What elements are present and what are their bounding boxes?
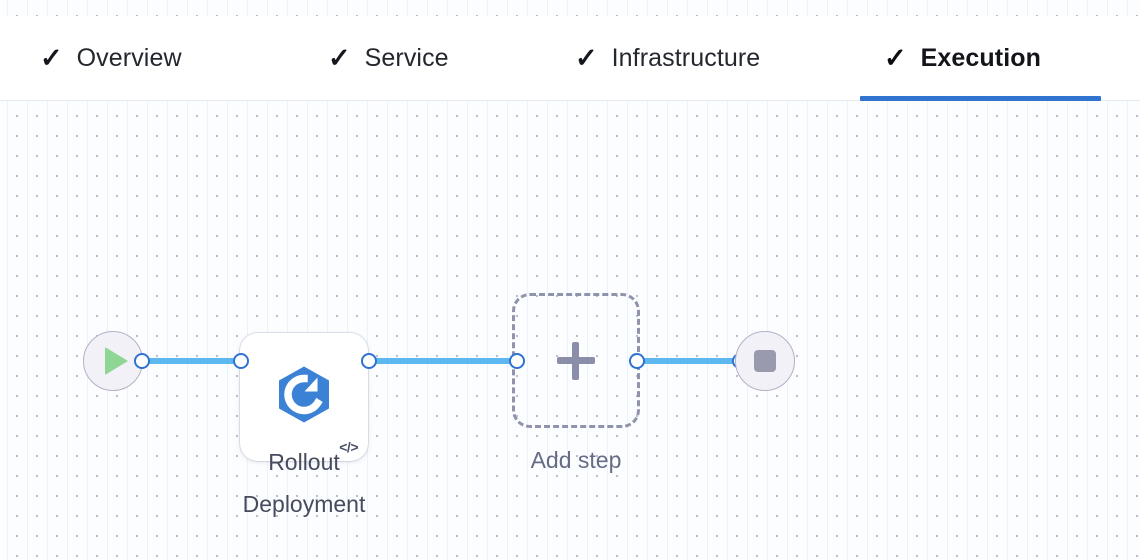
wizard-tab-bar: ✓ Overview ✓ Service ✓ Infrastructure ✓ … [0,16,1140,101]
port-add-step-input[interactable] [509,353,525,369]
active-tab-underline [860,96,1101,101]
tab-execution-label: Execution [920,43,1041,72]
check-icon: ✓ [328,42,351,73]
stop-icon [754,350,776,372]
tab-infrastructure[interactable]: ✓ Infrastructure [575,16,760,100]
rollout-icon [276,366,332,429]
edge-start-to-rollout[interactable] [142,358,242,364]
tab-overview-label: Overview [76,43,182,72]
port-rollout-output[interactable] [361,353,377,369]
execution-flow-graph: </> Rollout Deployment Add step [0,101,1140,560]
port-start-output[interactable] [134,353,150,369]
code-icon: </> [339,439,358,455]
port-rollout-input[interactable] [233,353,249,369]
edge-rollout-to-add-step[interactable] [368,358,518,364]
flow-node-add-step[interactable] [512,293,640,428]
tab-service[interactable]: ✓ Service [328,16,449,100]
flow-node-rollout-label: Rollout Deployment [242,449,366,517]
play-icon [105,347,128,375]
flow-node-end[interactable] [735,331,795,391]
port-add-step-output[interactable] [629,353,645,369]
check-icon: ✓ [575,42,598,73]
edge-add-step-to-end[interactable] [636,358,740,364]
flow-node-add-step-label: Add step [530,447,622,473]
check-icon: ✓ [884,42,907,73]
flow-node-rollout-deployment[interactable]: </> [240,333,368,461]
tab-service-label: Service [364,43,449,72]
tab-execution[interactable]: ✓ Execution [884,16,1041,100]
flow-node-start[interactable] [83,331,143,391]
tab-infrastructure-label: Infrastructure [611,43,761,72]
tab-overview[interactable]: ✓ Overview [40,16,182,100]
check-icon: ✓ [40,42,63,73]
plus-icon [557,341,595,380]
